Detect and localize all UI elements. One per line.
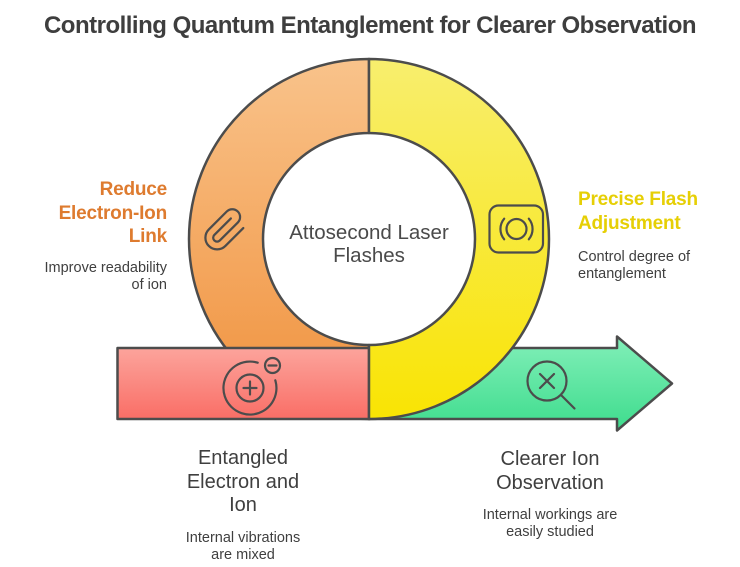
callout-description-observation: Internal workings are easily studied (482, 507, 618, 541)
magnifier-x-icon (526, 360, 576, 410)
ring-center-label: Attosecond Laser Flashes (289, 221, 449, 267)
camera-focus-icon (488, 204, 545, 254)
callout-heading-entangled: Entangled Electron and Ion (186, 447, 300, 517)
callout-heading-flash-adjustment: Precise Flash Adjustment (578, 189, 698, 234)
callout-description-reduce-link: Improve readability of ion (44, 260, 168, 294)
entangled-band (116, 346, 371, 421)
page-title: Controlling Quantum Entanglement for Cle… (43, 12, 697, 39)
callout-description-flash-adjustment: Control degree of entanglement (578, 249, 691, 283)
callout-heading-observation: Clearer Ion Observation (496, 448, 604, 494)
paperclip-icon (204, 208, 245, 251)
callout-description-entangled: Internal vibrations are mixed (185, 530, 301, 564)
atom-icon (222, 356, 282, 416)
ring-segment-yellow (367, 57, 551, 421)
callout-heading-reduce-link: Reduce Electron-Ion Link (58, 179, 168, 247)
